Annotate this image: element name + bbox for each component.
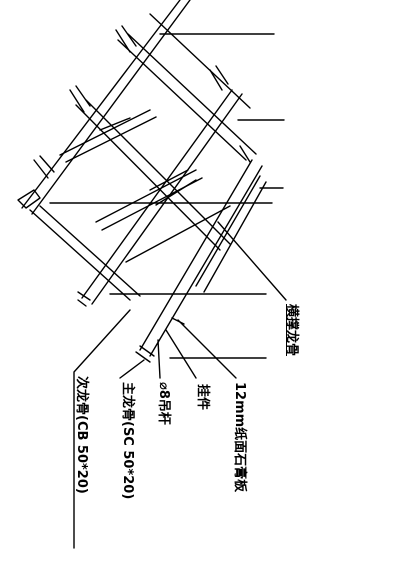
label-horizontal-keel: 横撑龙骨 (284, 304, 299, 357)
label-rod: ⌀8吊杆 (156, 382, 171, 425)
secondary-keel-bands (29, 13, 257, 301)
leader-lines (73, 221, 287, 549)
label-hanger: 挂件 (195, 384, 210, 411)
hanger-stubs (17, 25, 251, 363)
cross-struts (59, 109, 231, 263)
label-secondary-keel: 次龙骨(CB 50*20) (74, 376, 89, 494)
label-gypsum-board: 12mm纸面石膏板 (232, 382, 247, 493)
main-keel-rails (21, 0, 267, 357)
label-main-keel: 主龙骨(SC 50*20) (120, 382, 135, 500)
suspension-rods (49, 33, 285, 359)
